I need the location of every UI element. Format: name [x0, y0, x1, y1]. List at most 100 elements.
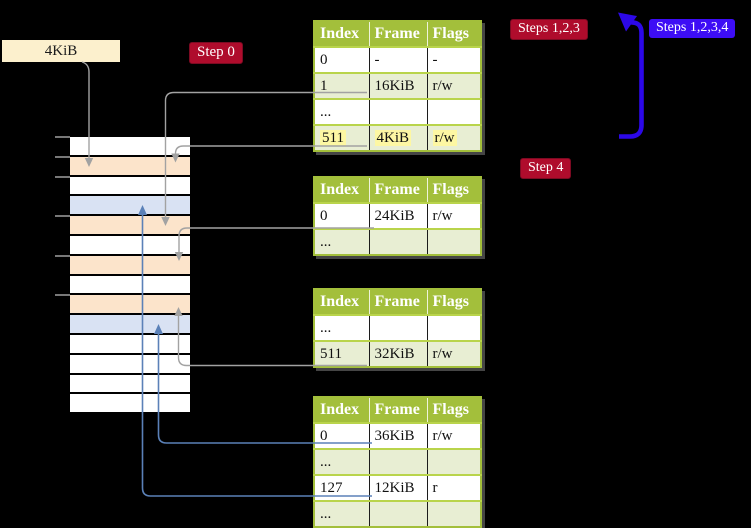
memory-frame-row-white — [70, 394, 190, 415]
table-row: ... — [314, 314, 481, 341]
memory-frame-row-orange — [70, 255, 190, 276]
table-row: ... — [314, 448, 481, 475]
highlight-mark: 4KiB — [374, 129, 412, 146]
table-cell: r — [426, 474, 481, 501]
table-cell: r/w — [426, 124, 481, 151]
table-cell — [368, 448, 427, 475]
table-cell — [426, 228, 481, 255]
physical-memory-column — [70, 137, 190, 415]
memory-frame-row-white — [70, 176, 190, 197]
table-cell: 36KiB — [368, 422, 427, 449]
table-cell: 32KiB — [368, 340, 427, 367]
memory-frame-row-white — [70, 137, 190, 157]
memory-frame-row-white — [70, 235, 190, 256]
arrowhead-up-left-icon — [618, 12, 637, 32]
table-cell — [368, 500, 427, 527]
column-header: Flags — [426, 177, 481, 203]
column-header: Frame — [368, 21, 427, 47]
table-cell: 0 — [314, 422, 369, 449]
tick-mark — [55, 254, 70, 257]
table-cell — [426, 314, 481, 341]
table-cell: 511 — [314, 340, 369, 367]
tick-mark — [55, 215, 70, 218]
table-row: ... — [314, 228, 481, 255]
table-cell: ... — [314, 448, 369, 475]
table-cell: 24KiB — [368, 202, 427, 229]
table-cell: 0 — [314, 202, 369, 229]
table-row: 511 4KiB r/w — [314, 124, 481, 151]
step-4-badge: Step 4 — [520, 158, 572, 180]
column-header: Index — [314, 177, 369, 203]
table-cell: 511 — [314, 124, 369, 151]
table-cell: 16KiB — [368, 72, 427, 99]
table-row: 0-- — [314, 46, 481, 73]
column-header: Frame — [368, 177, 427, 203]
steps-1234-badge: Steps 1,2,3,4 — [649, 19, 736, 39]
memory-frame-row-orange — [70, 156, 190, 177]
column-header: Flags — [426, 289, 481, 315]
memory-frame-row-white — [70, 334, 190, 355]
table-cell: r/w — [426, 72, 481, 99]
table-cell — [426, 500, 481, 527]
column-header: Frame — [368, 397, 427, 423]
tick-mark — [55, 155, 70, 158]
highlight-mark: 511 — [320, 129, 346, 146]
tick-mark — [55, 294, 70, 297]
table-cell: ... — [314, 98, 369, 125]
table-cell — [368, 98, 427, 125]
memory-frame-row-blue — [70, 196, 190, 217]
memory-frame-row-white — [70, 374, 190, 395]
table-cell: - — [426, 46, 481, 73]
table-row: ... — [314, 500, 481, 527]
table-cell: ... — [314, 500, 369, 527]
table-cell — [426, 98, 481, 125]
column-header: Index — [314, 21, 369, 47]
recursive-loop-arrow — [619, 20, 644, 139]
column-header: Frame — [368, 289, 427, 315]
table-cell — [426, 448, 481, 475]
memory-frame-row-white — [70, 354, 190, 375]
table-cell: 127 — [314, 474, 369, 501]
column-header: Flags — [426, 21, 481, 47]
step-0-badge: Step 0 — [189, 42, 243, 65]
memory-frame-row-orange — [70, 295, 190, 316]
table-cell: r/w — [426, 422, 481, 449]
memory-frame-row-blue — [70, 315, 190, 335]
tick-mark — [55, 136, 70, 138]
steps-123-badge: Steps 1,2,3 — [510, 19, 588, 41]
tick-mark — [55, 175, 70, 178]
column-header: Flags — [426, 397, 481, 423]
memory-frame-row-white — [70, 275, 190, 296]
table-cell: - — [368, 46, 427, 73]
table-cell: 4KiB — [368, 124, 427, 151]
table-cell: 1 — [314, 72, 369, 99]
table-cell — [368, 314, 427, 341]
table-cell: r/w — [426, 202, 481, 229]
memory-frame-row-orange — [70, 216, 190, 236]
table-row: ... — [314, 98, 481, 125]
column-header: Index — [314, 397, 369, 423]
column-header: Index — [314, 289, 369, 315]
highlight-mark: r/w — [432, 129, 457, 146]
table-cell — [368, 228, 427, 255]
table-cell: ... — [314, 228, 369, 255]
table-cell: 0 — [314, 46, 369, 73]
table-cell: 12KiB — [368, 474, 427, 501]
